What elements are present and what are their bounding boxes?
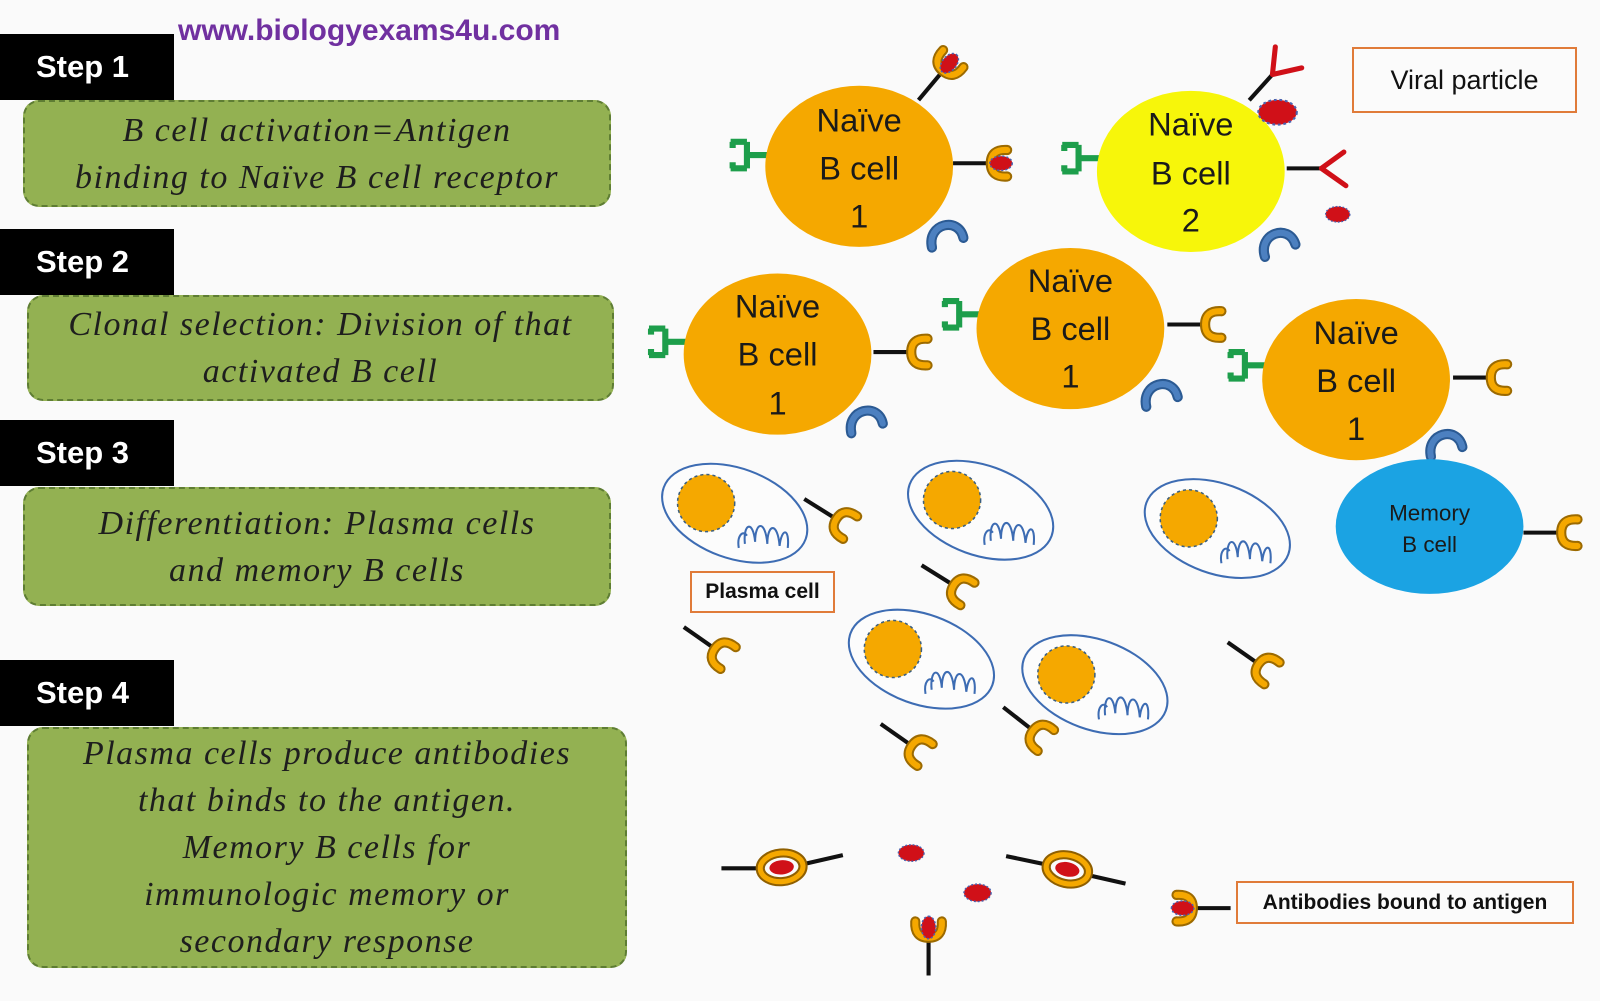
- cell-body: [976, 247, 1165, 410]
- antibody-icon: [1167, 311, 1221, 338]
- step-4-label: Step 4: [0, 660, 174, 726]
- antibody-stem: [1089, 873, 1126, 886]
- cell-label-line: Naïve: [1313, 314, 1398, 351]
- cell-label-line: B cell: [819, 150, 899, 187]
- blue-receptor-icon: [1260, 229, 1297, 257]
- cell-label-line: Naïve: [1028, 262, 1113, 299]
- step-2-label: Step 2: [0, 229, 174, 295]
- cell-body: [765, 85, 954, 247]
- cell-label-line: Naïve: [735, 287, 820, 324]
- memory-b-cell: Memory B cell: [1335, 459, 1578, 594]
- blue-receptor-icon: [1427, 432, 1463, 457]
- cell-label-line: 1: [850, 198, 868, 235]
- step-3-description: Differentiation: Plasma cells and memory…: [23, 487, 611, 606]
- antibody-bound-antigen-icon: [908, 46, 966, 108]
- green-receptor-icon: [1062, 145, 1101, 172]
- site-url: www.biologyexams4u.com: [178, 14, 561, 47]
- step-text-line: Differentiation: Plasma cells: [98, 504, 536, 542]
- cell-body: [1096, 90, 1285, 253]
- cell-label-line: Naïve: [1148, 106, 1233, 143]
- step-text-line: and memory B cells: [168, 551, 466, 589]
- antibody-icon: [1453, 364, 1507, 391]
- antibody-icon: [873, 339, 927, 366]
- green-receptor-icon: [943, 301, 982, 328]
- antibodies-bound-label: Antibodies bound to antigen: [1236, 881, 1574, 924]
- step-1-label: Step 1: [0, 34, 174, 100]
- step-text-line: that binds to the antigen.: [137, 782, 517, 819]
- green-receptor-icon: [731, 142, 770, 169]
- antibody-bound-antigen-icon: [915, 916, 942, 975]
- step-text-line: Memory B cells for: [182, 829, 472, 866]
- cell-label-line: 1: [768, 384, 786, 421]
- cell-label-line: 1: [1061, 358, 1079, 395]
- plasma-cell-label: Plasma cell: [690, 571, 835, 613]
- step-text-line: Clonal selection: Division of that: [68, 306, 573, 343]
- antibody-antigen-complex-icon: [759, 851, 804, 883]
- naive-b-cell-top-2: Naïve B cell 2: [1062, 45, 1351, 257]
- antibody-antigen-complexes: [721, 844, 1230, 976]
- cell-label-line: Naïve: [817, 102, 902, 139]
- antibody-bound-antigen-icon: [953, 150, 1012, 177]
- cell-label-line: B cell: [738, 335, 818, 372]
- antigen-icon: [1324, 205, 1351, 223]
- naive-b-cell-clone: Naïve B cell 1: [943, 247, 1222, 410]
- antigen-icon: [897, 844, 925, 862]
- cell-label-line: 2: [1182, 202, 1200, 239]
- green-receptor-icon: [1229, 352, 1268, 379]
- red-receptor-icon: [1287, 152, 1346, 186]
- viral-particle-label: Viral particle: [1352, 47, 1577, 113]
- cell-label-line: Memory: [1389, 500, 1471, 525]
- step-text-line: B cell activation=Antigen: [122, 111, 512, 149]
- antibody-icon: [1220, 631, 1280, 684]
- antibody-icon: [873, 713, 933, 766]
- antibody-icon: [676, 616, 736, 669]
- step-text-line: Plasma cells produce antibodies: [82, 735, 572, 772]
- antibody-stem: [1005, 854, 1046, 867]
- cell-label-line: B cell: [1316, 362, 1396, 399]
- step-2-description: Clonal selection: Division of that activ…: [27, 295, 614, 401]
- cell-label-line: 1: [1347, 410, 1365, 447]
- cell-body: [1262, 298, 1450, 461]
- naive-b-cell-clone: Naïve B cell 1: [649, 273, 928, 434]
- step-text-line: secondary response: [179, 923, 475, 960]
- green-receptor-icon: [649, 329, 688, 356]
- blue-receptor-icon: [1143, 382, 1179, 407]
- antigen-icon: [963, 883, 992, 903]
- step-text-line: binding to Naïve B cell receptor: [75, 158, 559, 196]
- blue-receptor-icon: [848, 408, 884, 433]
- naive-b-cell-clone: Naïve B cell 1: [1229, 298, 1508, 461]
- step-4-description: Plasma cells produce antibodies that bin…: [27, 727, 627, 968]
- plasma-cell: [834, 590, 1009, 729]
- antibody-bound-antigen-icon: [1171, 895, 1230, 922]
- step-1-description: B cell activation=Antigen binding to Naï…: [23, 100, 611, 207]
- cell-label-line: B cell: [1030, 310, 1110, 347]
- cell-body: [683, 273, 872, 435]
- plasma-cell: [647, 444, 823, 583]
- cell-body: [1335, 459, 1524, 594]
- antibody-icon: [1523, 519, 1577, 546]
- plasma-cell: [893, 441, 1068, 580]
- blue-receptor-icon: [929, 222, 965, 247]
- antigen-icon: [1257, 98, 1298, 126]
- plasma-cell: [1130, 459, 1305, 598]
- step-text-line: activated B cell: [202, 353, 439, 390]
- naive-b-cell-top-1: Naïve B cell 1: [731, 46, 1013, 247]
- antibody-antigen-complex-icon: [1043, 851, 1091, 888]
- cell-label-line: B cell: [1151, 155, 1231, 192]
- antibody-stem: [802, 853, 844, 867]
- cell-label-line: B cell: [1402, 532, 1457, 557]
- step-3-label: Step 3: [0, 420, 174, 486]
- step-text-line: immunologic memory or: [144, 876, 510, 913]
- antibody-icon: [915, 554, 975, 605]
